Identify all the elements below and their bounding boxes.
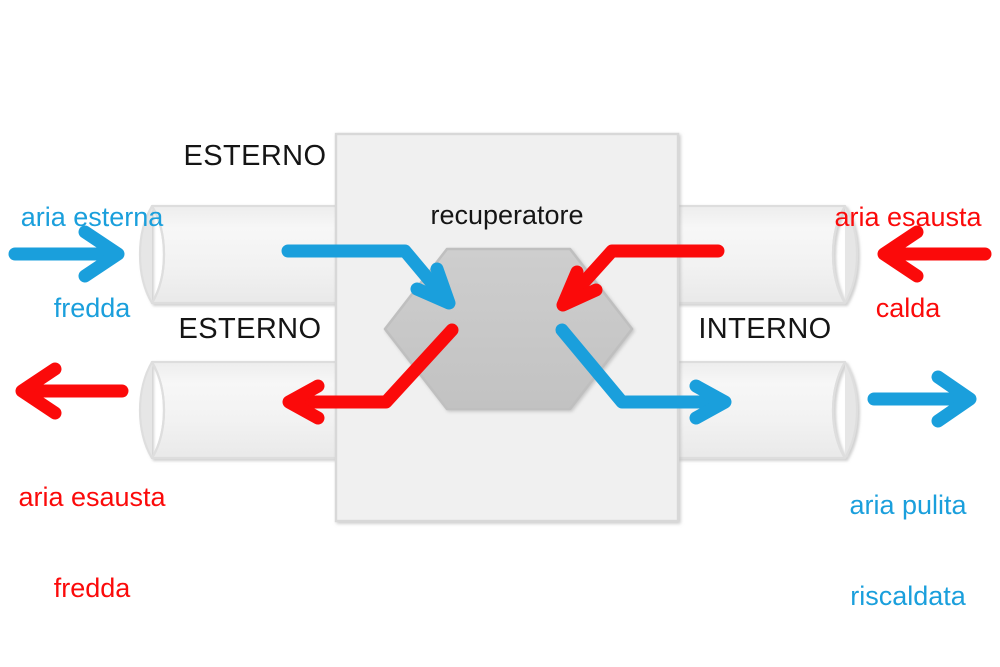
flow-label-exhaust-stale-cold: aria esausta fredda [2,422,182,664]
duct-top-right [646,204,859,305]
flow-label-exhaust-stale-warm: aria esausta calda [818,142,998,384]
zone-label-esterno-bottom: ESTERNO [178,313,322,345]
path-supply-out [555,323,732,425]
flow-label-line2: riscaldata [850,581,966,612]
path-stale-out [282,323,459,425]
flow-label-line1: aria esterna [20,202,164,233]
flow-label-intake-fresh-cold: aria esterna fredda [2,142,182,384]
zone-label-interno: INTERNO [698,313,832,345]
flow-label-line2: fredda [53,293,131,324]
flow-label-line1: aria esausta [834,202,982,233]
path-fresh-in [281,244,456,310]
flow-label-supply-clean-heated: aria pulita riscaldata [818,430,998,667]
zone-label-esterno-top: ESTERNO [183,140,327,172]
flow-label-line2: calda [875,293,941,324]
flow-label-line1: aria esausta [18,482,166,513]
arrow-right-icon-intake-fresh-cold [8,225,125,283]
arrow-right-icon-supply-clean-heated [867,370,977,428]
flow-label-line1: aria pulita [849,490,967,521]
arrow-left-icon-exhaust-stale-cold [15,362,129,420]
path-stale-in [556,244,725,312]
duct-top-left [138,204,372,305]
flow-label-line2: fredda [53,573,131,604]
core-label-recuperatore: recuperatore [430,200,584,230]
arrow-left-icon-exhaust-stale-warm [877,225,992,283]
